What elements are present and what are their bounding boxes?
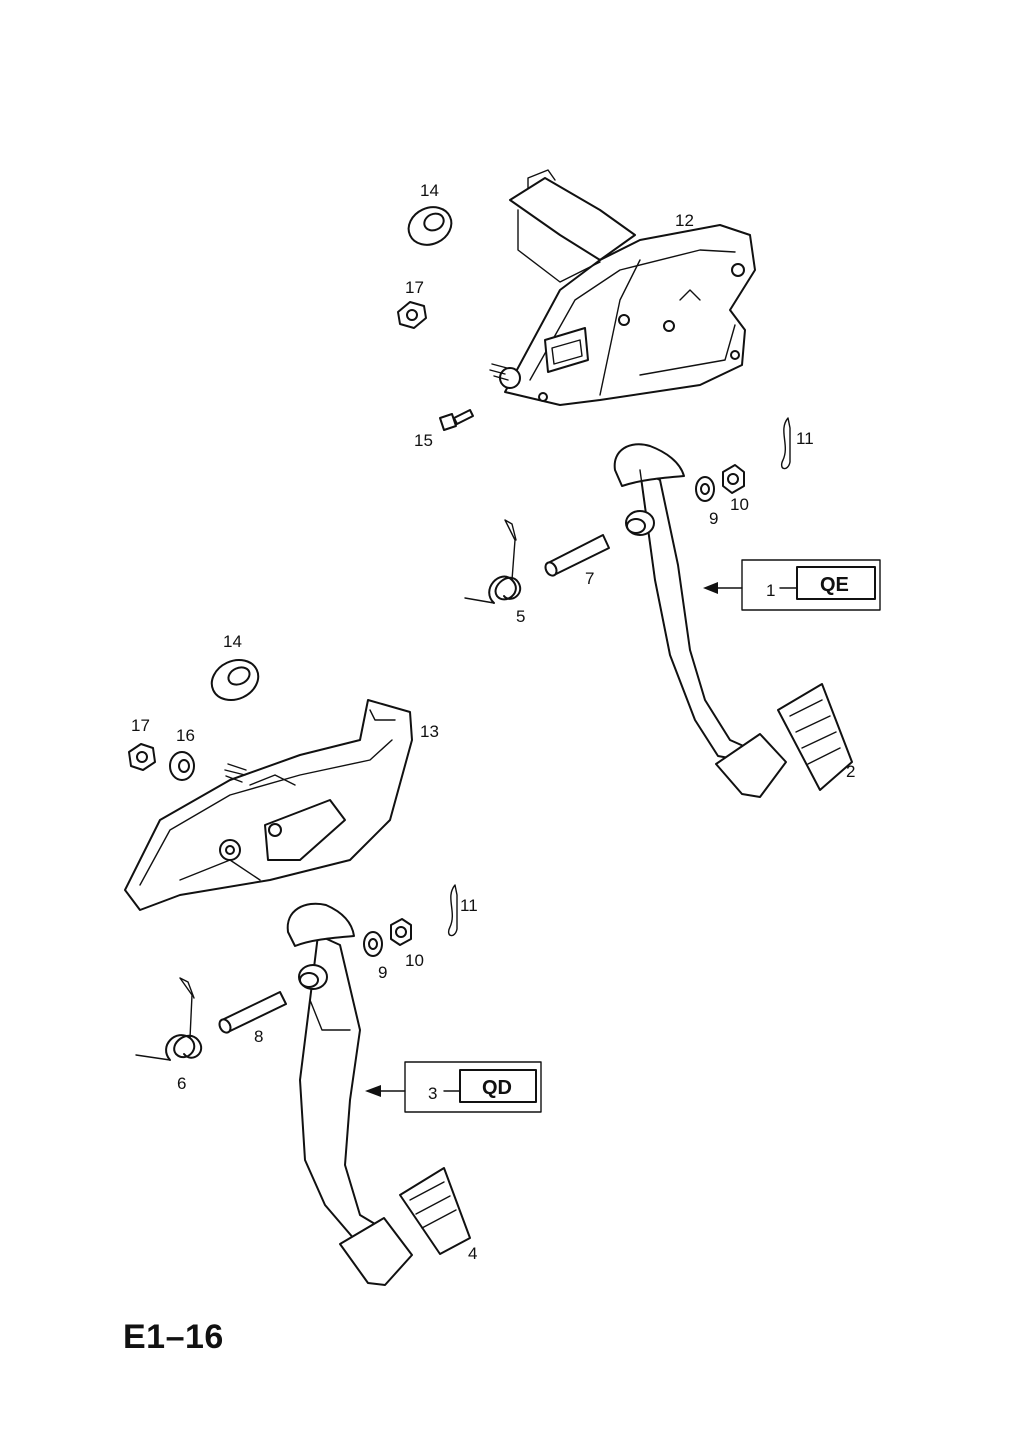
variant-box-qe	[703, 559, 881, 611]
callout-11-lower: 11	[460, 896, 478, 915]
bolt-15	[439, 409, 474, 431]
variant-box-qd	[365, 1061, 542, 1113]
nut-17-lower	[128, 743, 156, 771]
washer-9-upper	[695, 476, 715, 502]
callout-16: 16	[176, 726, 195, 745]
nut-10-upper	[722, 464, 745, 494]
callout-17-upper: 17	[405, 278, 424, 297]
callout-7: 7	[585, 569, 594, 588]
callout-10-upper: 10	[730, 495, 749, 514]
callout-2: 2	[846, 762, 855, 781]
callout-13: 13	[420, 722, 439, 741]
callout-1: 1	[766, 581, 775, 600]
callout-12: 12	[675, 211, 694, 230]
callout-11-upper: 11	[796, 429, 814, 448]
variant-code-qe: QE	[820, 574, 849, 596]
callout-9-upper: 9	[709, 509, 718, 528]
pedal-3-qd	[286, 902, 413, 1286]
pin-8	[218, 991, 287, 1034]
pin-7	[544, 534, 610, 577]
callout-6: 6	[177, 1074, 186, 1093]
clip-11-upper	[781, 417, 791, 470]
bush-14-lower	[210, 659, 260, 701]
pedal-1-qe	[613, 443, 787, 798]
callout-14-lower: 14	[223, 632, 242, 651]
callout-8: 8	[254, 1027, 263, 1046]
callout-labels: 14 12 17 15 11 9 10 7 5 1 QE 2 14 17 16 …	[131, 181, 855, 1263]
callout-9-lower: 9	[378, 963, 387, 982]
spring-5	[464, 519, 522, 604]
nut-17-upper	[397, 301, 427, 329]
pedal-pad-2	[777, 683, 853, 791]
callout-3: 3	[428, 1084, 437, 1103]
callout-4: 4	[468, 1244, 477, 1263]
pedal-bracket-lower	[124, 699, 413, 911]
callout-5: 5	[516, 607, 525, 626]
variant-code-qd: QD	[482, 1077, 512, 1099]
callout-15: 15	[414, 431, 433, 450]
pedal-pad-4	[399, 1167, 471, 1255]
spring-6	[135, 977, 203, 1061]
page-code: E1–16	[123, 1318, 224, 1356]
pedal-bracket-upper	[489, 169, 756, 406]
washer-9-lower	[363, 931, 383, 957]
callout-14-upper: 14	[420, 181, 439, 200]
washer-16	[169, 751, 195, 781]
nut-10-lower	[390, 918, 412, 946]
bush-14-upper	[407, 206, 453, 246]
callout-10-lower: 10	[405, 951, 424, 970]
clip-11-lower	[448, 884, 458, 937]
callout-17-lower: 17	[131, 716, 150, 735]
